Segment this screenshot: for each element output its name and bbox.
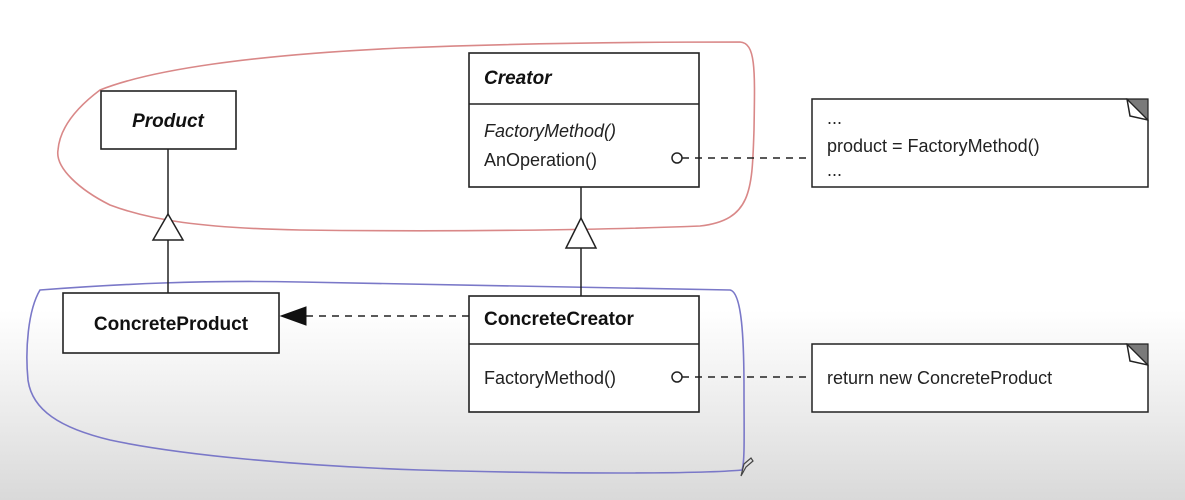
creator-op-anoperation: AnOperation(): [484, 150, 597, 170]
factorymethod-note-line-1: return new ConcreteProduct: [827, 368, 1052, 388]
product-class-box: [100, 90, 237, 150]
concrete-product-class-box: [62, 292, 280, 354]
concrete-creator-op-factorymethod: FactoryMethod(): [484, 368, 616, 388]
concrete-creator-class-box: [468, 295, 700, 413]
product-class-title: Product: [132, 111, 204, 132]
anoperation-note-anchor-icon: [671, 152, 683, 164]
concrete-creator-class: ConcreteCreator FactoryMethod(): [468, 295, 700, 413]
note-fold-edge: [1126, 343, 1149, 366]
note-fold-icon: [1125, 98, 1149, 122]
concrete-creator-class-title: ConcreteCreator: [484, 309, 635, 330]
anoperation-note-box: [811, 98, 1149, 188]
anoperation-note-line-2: product = FactoryMethod(): [827, 136, 1040, 156]
creator-class: Creator FactoryMethod() AnOperation(): [468, 52, 700, 188]
creator-generalization-triangle: [564, 216, 598, 249]
pencil-cursor-icon: [740, 457, 754, 477]
factorymethod-note: return new ConcreteProduct: [811, 343, 1149, 413]
note-fold-icon: [1125, 343, 1149, 367]
creator-class-box: [468, 52, 700, 188]
product-class: Product: [100, 90, 237, 150]
concrete-product-class-title: ConcreteProduct: [94, 314, 249, 335]
anoperation-note: ... product = FactoryMethod() ...: [811, 98, 1149, 188]
creates-arrowhead-icon: [279, 306, 307, 326]
anoperation-note-line-1: ...: [827, 108, 842, 128]
creator-class-title: Creator: [484, 68, 553, 89]
factorymethod-note-anchor-icon: [671, 371, 683, 383]
concrete-product-class: ConcreteProduct: [62, 292, 280, 354]
red-highlight-loop: [57, 41, 756, 232]
creator-op-factorymethod: FactoryMethod(): [484, 121, 616, 141]
anoperation-note-line-3: ...: [827, 160, 842, 180]
factorymethod-note-box: [811, 343, 1149, 413]
note-fold-edge: [1126, 98, 1149, 121]
